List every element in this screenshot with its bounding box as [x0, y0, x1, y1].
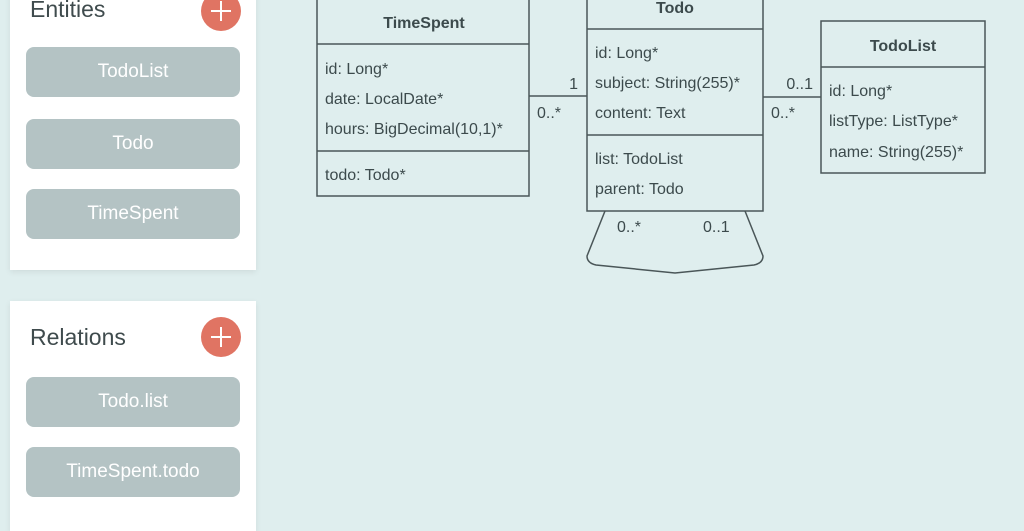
entity-todolist[interactable]: TodoList id: Long* listType: ListType* n…: [820, 20, 986, 174]
link-timespent-todo[interactable]: 1 0..*: [529, 76, 587, 122]
attribute: id: Long*: [829, 83, 892, 100]
relations-panel: Relations Todo.list TimeSpent.todo: [10, 301, 256, 531]
entity-todo[interactable]: Todo id: Long* subject: String(255)* con…: [586, 0, 764, 212]
link-todo-parent[interactable]: 0..* 0..1: [586, 210, 764, 274]
add-relation-button[interactable]: [201, 317, 241, 357]
entity-name-todo: Todo: [656, 0, 694, 17]
relation-attribute: parent: Todo: [595, 181, 684, 198]
entity-name-todolist: TodoList: [870, 38, 937, 55]
link-todo-todolist[interactable]: 0..1 0..*: [763, 76, 821, 122]
attribute: name: String(255)*: [829, 144, 963, 161]
entity-timespent[interactable]: TimeSpent id: Long* date: LocalDate* hou…: [316, 0, 530, 197]
entities-panel: Entities TodoList Todo TimeSpent: [10, 0, 256, 270]
entity-button-todolist[interactable]: TodoList: [26, 47, 240, 97]
attribute: hours: BigDecimal(10,1)*: [325, 121, 503, 138]
entity-name-timespent: TimeSpent: [383, 15, 465, 32]
attribute: id: Long*: [595, 45, 658, 62]
attribute: listType: ListType*: [829, 113, 958, 130]
relations-title: Relations: [30, 324, 126, 350]
relation-attribute: todo: Todo*: [325, 167, 406, 184]
entity-button-todo[interactable]: Todo: [26, 119, 240, 169]
entity-button-timespent[interactable]: TimeSpent: [26, 189, 240, 239]
diagram-canvas: TimeSpent id: Long* date: LocalDate* hou…: [316, 0, 986, 274]
add-entity-button[interactable]: [201, 0, 241, 31]
relation-attribute: list: TodoList: [595, 151, 683, 168]
multiplicity-label: 0..1: [703, 219, 730, 236]
relation-button-todo-list[interactable]: Todo.list: [26, 377, 240, 427]
multiplicity-label: 0..*: [771, 105, 795, 122]
attribute: date: LocalDate*: [325, 91, 443, 108]
attribute: id: Long*: [325, 61, 388, 78]
relation-button-timespent-todo[interactable]: TimeSpent.todo: [26, 447, 240, 497]
multiplicity-label: 0..1: [786, 76, 813, 93]
multiplicity-label: 0..*: [617, 219, 641, 236]
attribute: content: Text: [595, 105, 686, 122]
attribute: subject: String(255)*: [595, 75, 740, 92]
multiplicity-label: 1: [569, 76, 578, 93]
multiplicity-label: 0..*: [537, 105, 561, 122]
entities-title: Entities: [30, 0, 106, 22]
